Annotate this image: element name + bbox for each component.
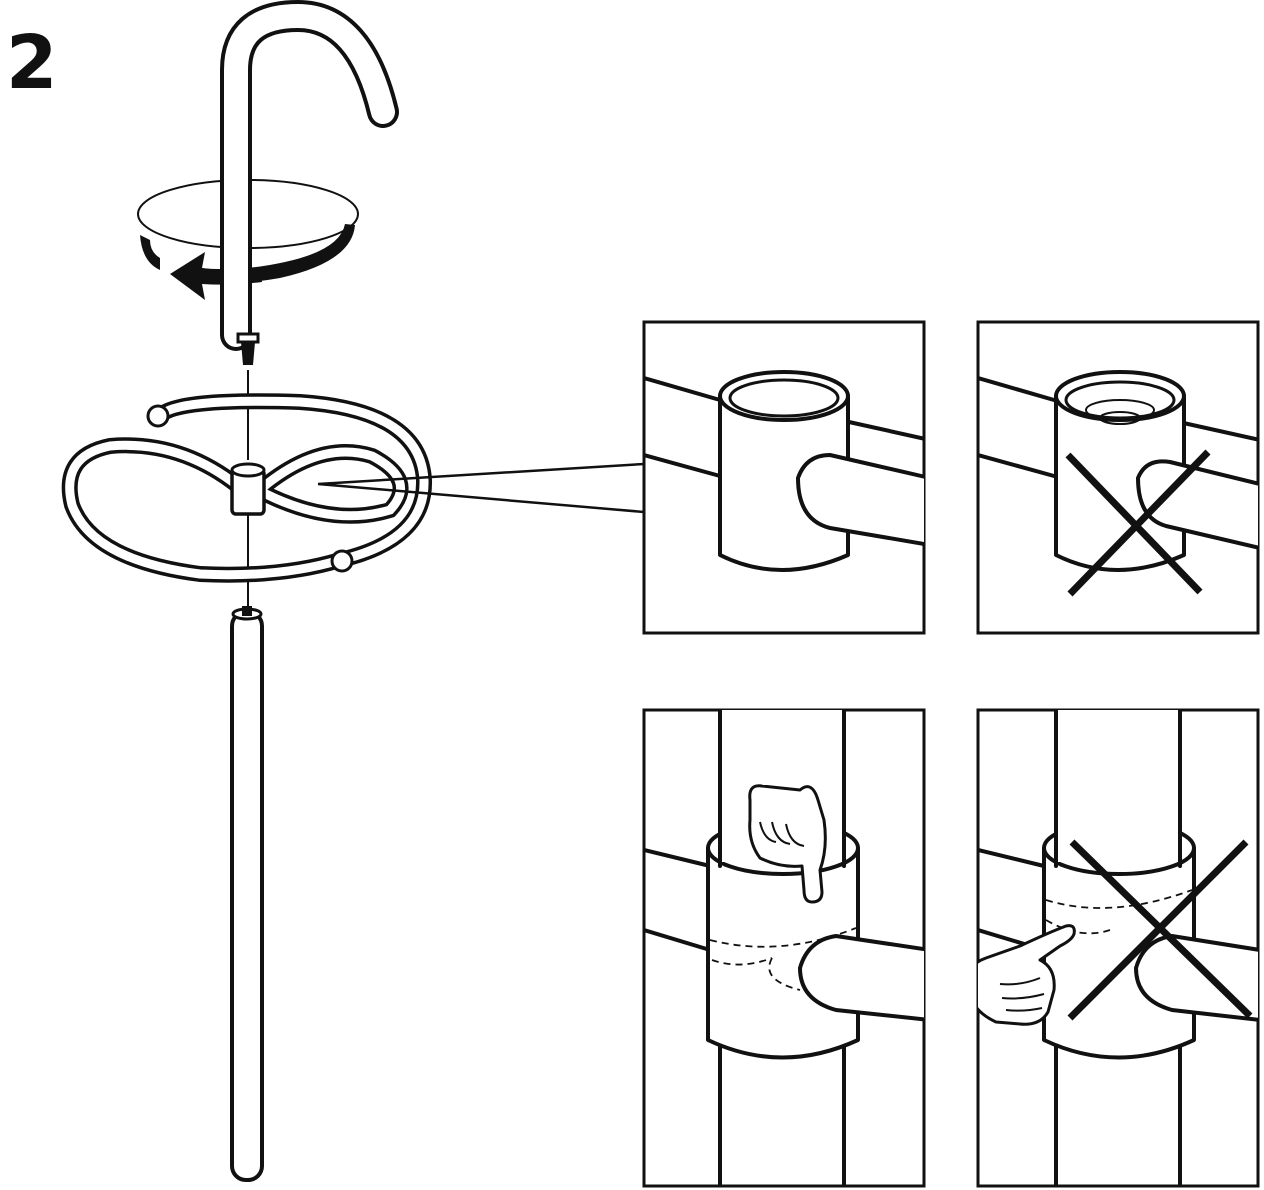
panel-correct-bottom (642, 708, 926, 1188)
rotate-arrow-icon (170, 252, 262, 300)
pointing-hand-icon (978, 924, 1076, 1026)
cross-mark-icon (1067, 839, 1253, 1021)
hook-part (220, 0, 399, 365)
panel-correct-top (642, 320, 926, 635)
pointing-hand-icon (748, 784, 827, 904)
coiled-ring (61, 393, 433, 583)
cross-mark-icon (1065, 449, 1211, 597)
step-number: 2 (6, 20, 58, 106)
panel-wrong-bottom (976, 708, 1260, 1188)
panel-wrong-top (976, 320, 1260, 635)
pole-part (230, 606, 264, 1182)
